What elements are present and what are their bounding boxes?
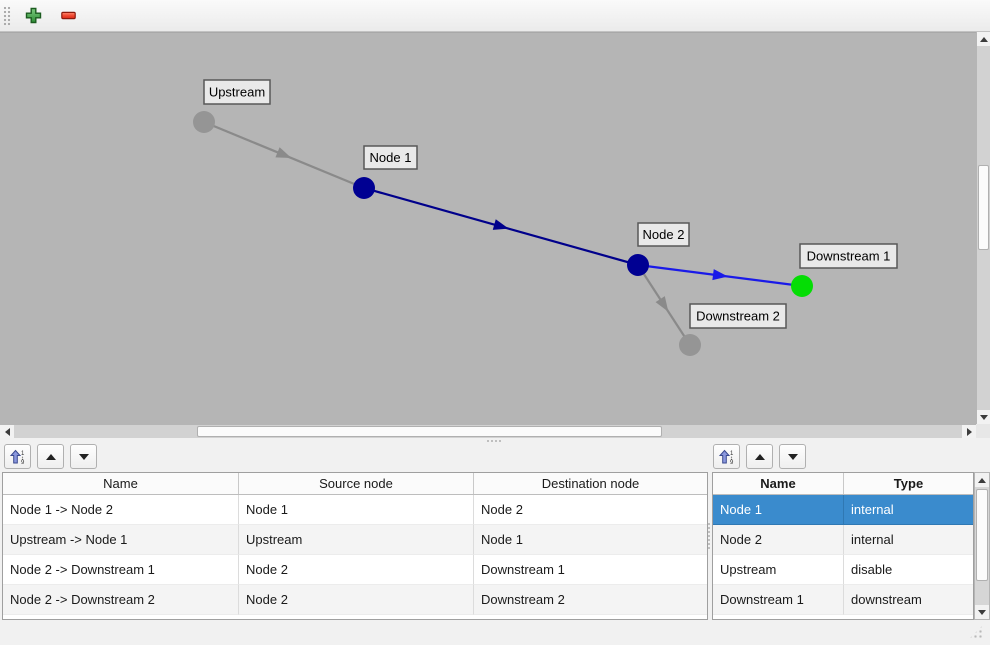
arrow-down-icon xyxy=(980,415,988,420)
edge-table-row-2[interactable]: Node 2 -> Downstream 1Node 2Downstream 1 xyxy=(3,555,707,585)
edge-table-cell: Downstream 2 xyxy=(474,585,707,615)
arrow-left-icon xyxy=(5,428,10,436)
edge-table-cell: Node 2 xyxy=(474,495,707,525)
edge-table-header-destination-node[interactable]: Destination node xyxy=(474,473,707,494)
toolbar-drag-handle[interactable] xyxy=(3,6,11,26)
arrow-up-icon xyxy=(978,478,986,483)
edge-table-cell: Node 2 xyxy=(239,555,474,585)
move-down-button[interactable] xyxy=(70,444,97,469)
move-up-button[interactable] xyxy=(37,444,64,469)
edge-arrow-icon xyxy=(493,219,510,234)
vscroll-thumb[interactable] xyxy=(976,489,988,581)
edge-table-cell: Node 1 xyxy=(239,495,474,525)
remove-node-button[interactable] xyxy=(55,3,81,29)
node-label: Upstream xyxy=(209,85,265,100)
node-table-cell: Downstream 1 xyxy=(713,585,844,615)
graph-node-upstream[interactable] xyxy=(193,111,215,133)
node-table-cell: Upstream xyxy=(713,555,844,585)
sort-ascending-button[interactable]: 1 9 xyxy=(713,444,740,469)
node-table-cell: disable xyxy=(844,555,973,585)
edge-arrow-icon xyxy=(656,296,673,315)
sort-ascending-button[interactable]: 1 9 xyxy=(4,444,31,469)
node-table-cell: internal xyxy=(844,525,973,555)
sort-ascending-icon: 1 9 xyxy=(719,449,735,465)
edge-table-row-0[interactable]: Node 1 -> Node 2Node 1Node 2 xyxy=(3,495,707,525)
scroll-down-button[interactable] xyxy=(977,410,990,424)
node-label: Downstream 1 xyxy=(807,249,891,264)
node-table-row-2[interactable]: Upstreamdisable xyxy=(713,555,973,585)
graph-node-node1[interactable] xyxy=(353,177,375,199)
hscroll-thumb[interactable] xyxy=(197,426,662,437)
edge-table-header-name[interactable]: Name xyxy=(3,473,239,494)
node-table-cell: Node 2 xyxy=(713,525,844,555)
edge-table-cell: Upstream xyxy=(239,525,474,555)
window-resize-grip[interactable] xyxy=(968,624,984,640)
node-table-row-1[interactable]: Node 2internal xyxy=(713,525,973,555)
triangle-down-icon xyxy=(787,453,799,461)
edge-table-cell: Node 1 -> Node 2 xyxy=(3,495,239,525)
arrow-right-icon xyxy=(967,428,972,436)
triangle-up-icon xyxy=(45,453,57,461)
graph-node-node2[interactable] xyxy=(627,254,649,276)
sort-ascending-icon: 1 9 xyxy=(10,449,26,465)
arrow-up-icon xyxy=(980,37,988,42)
node-table-cell: internal xyxy=(844,495,973,525)
scrollbar-corner xyxy=(976,424,990,438)
canvas-vscrollbar[interactable] xyxy=(976,32,990,424)
edge-table-cell: Node 2 -> Downstream 1 xyxy=(3,555,239,585)
edge-table-cell: Node 2 -> Downstream 2 xyxy=(3,585,239,615)
node-label: Downstream 2 xyxy=(696,309,780,324)
node-table-cell: Node 1 xyxy=(713,495,844,525)
node-label: Node 2 xyxy=(643,227,685,242)
edge-table-header-source-node[interactable]: Source node xyxy=(239,473,474,494)
node-table-toolbar: 1 9 xyxy=(713,444,806,469)
edge-table-row-1[interactable]: Upstream -> Node 1UpstreamNode 1 xyxy=(3,525,707,555)
node-table: NameTypeNode 1internalNode 2internalUpst… xyxy=(712,472,974,620)
scroll-up-button[interactable] xyxy=(977,32,990,46)
graph-canvas[interactable]: UpstreamNode 1 Node 2 Downstream 1 Downstre… xyxy=(0,32,976,424)
node-table-row-0[interactable]: Node 1internal xyxy=(713,495,973,525)
triangle-up-icon xyxy=(754,453,766,461)
node-table-row-3[interactable]: Downstream 1downstream xyxy=(713,585,973,615)
edge-table-row-3[interactable]: Node 2 -> Downstream 2Node 2Downstream 2 xyxy=(3,585,707,615)
plus-icon xyxy=(25,7,42,24)
node-table-header-name[interactable]: Name xyxy=(713,473,844,494)
node-table-cell: downstream xyxy=(844,585,973,615)
scroll-up-button[interactable] xyxy=(975,473,989,487)
scroll-down-button[interactable] xyxy=(975,605,989,619)
edge-table-cell: Upstream -> Node 1 xyxy=(3,525,239,555)
edge-table-header-row: NameSource nodeDestination node xyxy=(3,473,707,495)
edge-table-cell: Downstream 1 xyxy=(474,555,707,585)
graph-svg[interactable]: UpstreamNode 1 Node 2 Downstream 1 Downstre… xyxy=(0,33,976,425)
node-label: Node 1 xyxy=(370,150,412,165)
node-table-vscrollbar[interactable] xyxy=(974,472,990,620)
svg-text:9: 9 xyxy=(21,460,25,465)
vscroll-thumb[interactable] xyxy=(978,165,989,250)
canvas-hscrollbar[interactable] xyxy=(0,424,976,438)
graph-node-downstream1[interactable] xyxy=(791,275,813,297)
move-up-button[interactable] xyxy=(746,444,773,469)
edge-table: NameSource nodeDestination nodeNode 1 ->… xyxy=(2,472,708,620)
scroll-right-button[interactable] xyxy=(962,425,976,438)
edge-arrow-icon xyxy=(275,147,293,163)
edge-table-toolbar: 1 9 xyxy=(4,444,97,469)
node-table-header-row: NameType xyxy=(713,473,973,495)
move-down-button[interactable] xyxy=(779,444,806,469)
arrow-down-icon xyxy=(978,610,986,615)
edge-table-cell: Node 2 xyxy=(239,585,474,615)
scroll-left-button[interactable] xyxy=(0,425,14,438)
horizontal-splitter-handle[interactable] xyxy=(486,439,502,443)
graph-node-downstream2[interactable] xyxy=(679,334,701,356)
minus-icon xyxy=(60,7,77,24)
svg-text:1: 1 xyxy=(21,451,25,457)
main-toolbar xyxy=(0,0,990,32)
add-node-button[interactable] xyxy=(20,3,46,29)
svg-text:1: 1 xyxy=(730,451,734,457)
edge-table-cell: Node 1 xyxy=(474,525,707,555)
triangle-down-icon xyxy=(78,453,90,461)
svg-text:9: 9 xyxy=(730,460,734,465)
node-table-header-type[interactable]: Type xyxy=(844,473,973,494)
